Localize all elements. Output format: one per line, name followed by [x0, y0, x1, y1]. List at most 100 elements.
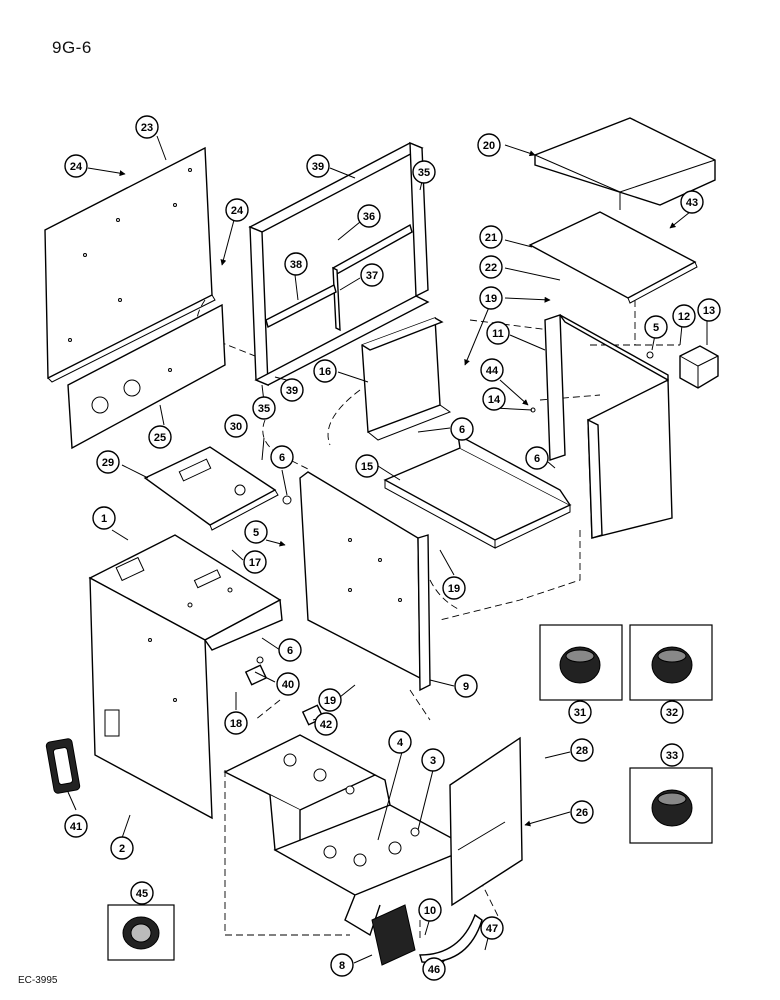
svg-text:19: 19	[324, 695, 336, 707]
callout-8: 8	[330, 953, 354, 977]
svg-text:1: 1	[101, 513, 107, 525]
callout-35: 35	[252, 396, 276, 420]
svg-text:6: 6	[287, 645, 293, 657]
svg-text:22: 22	[485, 262, 497, 274]
svg-text:23: 23	[141, 122, 153, 134]
housing-1	[88, 534, 283, 820]
callout-15: 15	[355, 454, 379, 478]
callout-23: 23	[135, 115, 159, 139]
callout-28: 28	[570, 738, 594, 762]
photo-32	[629, 624, 713, 701]
svg-text:37: 37	[366, 270, 378, 282]
svg-text:32: 32	[666, 707, 678, 719]
callout-10: 10	[418, 898, 442, 922]
photo-33	[629, 767, 713, 844]
callout-5: 5	[244, 520, 268, 544]
callout-24: 24	[225, 198, 249, 222]
callout-36: 36	[357, 204, 381, 228]
svg-text:21: 21	[485, 232, 497, 244]
callout-38: 38	[284, 252, 308, 276]
page-title: 9G-6	[52, 38, 92, 57]
callout-40: 40	[276, 672, 300, 696]
svg-text:5: 5	[653, 322, 659, 334]
svg-text:3: 3	[430, 755, 436, 767]
svg-text:6: 6	[534, 453, 540, 465]
svg-text:36: 36	[363, 211, 375, 223]
callout-6: 6	[450, 417, 474, 441]
figure-code: EC-3995	[18, 975, 58, 986]
svg-text:42: 42	[320, 719, 332, 731]
svg-text:35: 35	[418, 167, 430, 179]
panel-23	[44, 146, 216, 383]
callout-42: 42	[314, 712, 338, 736]
callout-43: 43	[680, 190, 704, 214]
callout-14: 14	[482, 387, 506, 411]
svg-text:39: 39	[312, 161, 324, 173]
svg-text:4: 4	[397, 737, 404, 749]
callout-5: 5	[644, 315, 668, 339]
svg-text:5: 5	[253, 527, 259, 539]
callout-37: 37	[360, 263, 384, 287]
svg-text:31: 31	[574, 707, 586, 719]
callout-19: 19	[479, 286, 503, 310]
svg-text:20: 20	[483, 140, 495, 152]
svg-text:46: 46	[428, 964, 440, 976]
callout-4: 4	[388, 730, 412, 754]
photo-31	[539, 624, 623, 701]
cushion-20	[534, 117, 716, 210]
callout-33: 33	[660, 743, 684, 767]
callout-13: 13	[697, 298, 721, 322]
photo-45	[107, 904, 175, 961]
svg-text:9: 9	[463, 681, 469, 693]
svg-text:26: 26	[576, 807, 588, 819]
svg-text:19: 19	[448, 583, 460, 595]
svg-text:35: 35	[258, 403, 270, 415]
callout-39: 39	[306, 154, 330, 178]
svg-text:6: 6	[279, 452, 285, 464]
callout-1: 1	[92, 506, 116, 530]
svg-text:29: 29	[102, 457, 114, 469]
svg-text:44: 44	[486, 365, 499, 377]
panel-26	[449, 736, 523, 907]
callout-29: 29	[96, 450, 120, 474]
svg-text:24: 24	[70, 161, 83, 173]
callout-39: 39	[280, 378, 304, 402]
callout-47: 47	[480, 916, 504, 940]
svg-text:12: 12	[678, 311, 690, 323]
svg-text:11: 11	[492, 328, 504, 340]
svg-text:38: 38	[290, 259, 302, 271]
svg-text:43: 43	[686, 197, 698, 209]
callout-2: 2	[110, 836, 134, 860]
callout-20: 20	[477, 133, 501, 157]
callout-41: 41	[64, 814, 88, 838]
callout-35: 35	[412, 160, 436, 184]
callout-19: 19	[318, 688, 342, 712]
callout-32: 32	[660, 700, 684, 724]
callout-18: 18	[224, 711, 248, 735]
callout-30: 30	[224, 414, 248, 438]
svg-text:45: 45	[136, 888, 148, 900]
svg-text:19: 19	[485, 293, 497, 305]
callout-3: 3	[421, 748, 445, 772]
callout-45: 45	[130, 881, 154, 905]
callout-6: 6	[525, 446, 549, 470]
svg-text:24: 24	[231, 205, 244, 217]
svg-text:10: 10	[424, 905, 436, 917]
callout-6: 6	[278, 638, 302, 662]
callout-24: 24	[64, 154, 88, 178]
svg-text:6: 6	[459, 424, 465, 436]
svg-text:2: 2	[119, 843, 125, 855]
callout-11: 11	[486, 321, 510, 345]
svg-text:39: 39	[286, 385, 298, 397]
svg-text:25: 25	[154, 432, 166, 444]
callout-44: 44	[480, 358, 504, 382]
bracket-4	[223, 734, 472, 937]
callout-26: 26	[570, 800, 594, 824]
callout-12: 12	[672, 304, 696, 328]
svg-text:17: 17	[249, 557, 261, 569]
callout-16: 16	[313, 359, 337, 383]
callout-17: 17	[243, 550, 267, 574]
callout-19: 19	[442, 576, 466, 600]
svg-text:15: 15	[361, 461, 373, 473]
